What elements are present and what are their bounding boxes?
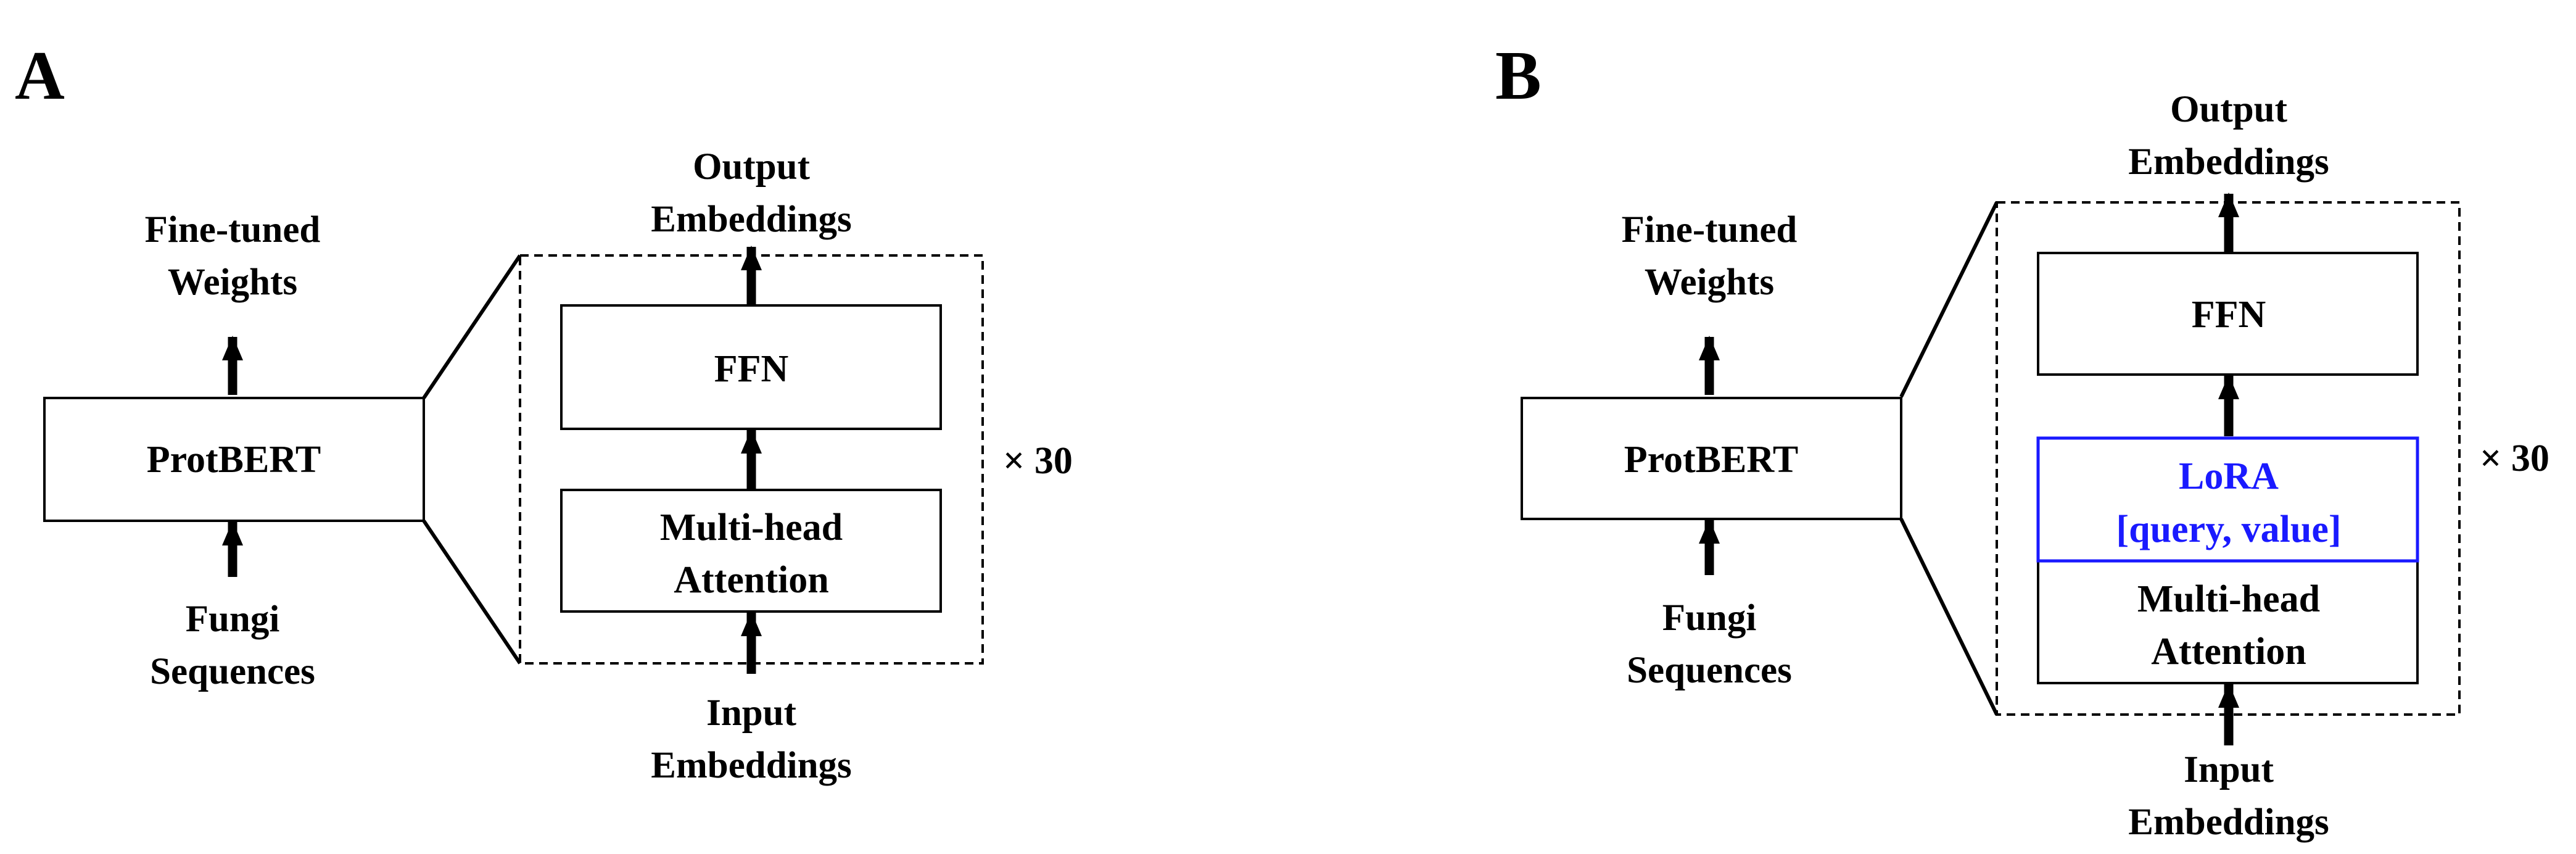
panel-a-output-embeddings-line2: Embeddings xyxy=(651,199,851,240)
panel-a-fungi-sequences-line1: Fungi xyxy=(186,599,280,640)
panel-a-fine-tuned-weights-line2: Weights xyxy=(168,262,297,303)
panel-b-zoom-line-bottom xyxy=(1899,518,1999,716)
panel-a-input-embeddings-line2: Embeddings xyxy=(651,745,851,786)
panel-a-fine-tuned-weights-line1: Fine-tuned xyxy=(145,209,321,251)
panel-a-letter: A xyxy=(15,38,65,114)
panel-a-output-embeddings-line1: Output xyxy=(693,146,811,188)
panel-b-lora-label-line2: [query, value] xyxy=(2116,508,2341,550)
panel-b-zoom-line-top xyxy=(1899,201,1999,398)
panel-b-fungi-sequences-line2: Sequences xyxy=(1627,650,1792,691)
panel-b-lora-label-line1: LoRA xyxy=(2179,455,2279,497)
panel-a-zoom-line-top xyxy=(422,254,522,399)
panel-b-input-embeddings-line2: Embeddings xyxy=(2128,802,2329,843)
panel-b-output-embeddings-line2: Embeddings xyxy=(2128,141,2329,183)
panel-a: A Fine-tuned Weights ProtBERT Fungi Sequ… xyxy=(15,38,1073,786)
panel-b-input-embeddings-line1: Input xyxy=(2184,749,2274,790)
panel-b-repeat-label: × 30 xyxy=(2480,437,2549,479)
panel-a-attention-label-line2: Attention xyxy=(674,559,828,601)
panel-b: B Fine-tuned Weights ProtBERT Fungi Sequ… xyxy=(1495,38,2549,843)
panel-b-ffn-label: FFN xyxy=(2192,294,2266,336)
panel-b-letter: B xyxy=(1495,38,1542,114)
panel-a-protbert-label: ProtBERT xyxy=(147,439,321,481)
panel-b-lora-box xyxy=(2036,436,2419,563)
panel-a-ffn-label: FFN xyxy=(714,348,789,390)
panel-b-output-embeddings-line1: Output xyxy=(2170,89,2288,130)
panel-a-attention-label-line1: Multi-head xyxy=(660,507,843,549)
panel-b-fine-tuned-weights-line2: Weights xyxy=(1645,262,1774,303)
panel-b-protbert-box xyxy=(1521,397,1902,520)
panel-b-attention-label-line2: Attention xyxy=(2151,631,2306,673)
panel-b-ffn-box xyxy=(2037,252,2419,376)
panel-a-input-embeddings-line1: Input xyxy=(706,692,797,734)
panel-a-zoom-line-bottom xyxy=(422,520,522,665)
panel-a-repeat-label: × 30 xyxy=(1003,440,1073,482)
panel-b-protbert-label: ProtBERT xyxy=(1624,439,1799,481)
panel-a-fungi-sequences-line2: Sequences xyxy=(150,651,315,692)
panel-b-fungi-sequences-line1: Fungi xyxy=(1662,597,1757,639)
panel-b-attention-label-line1: Multi-head xyxy=(2137,578,2320,620)
panel-a-ffn-box xyxy=(560,304,942,430)
panel-b-fine-tuned-weights-line1: Fine-tuned xyxy=(1622,209,1798,251)
